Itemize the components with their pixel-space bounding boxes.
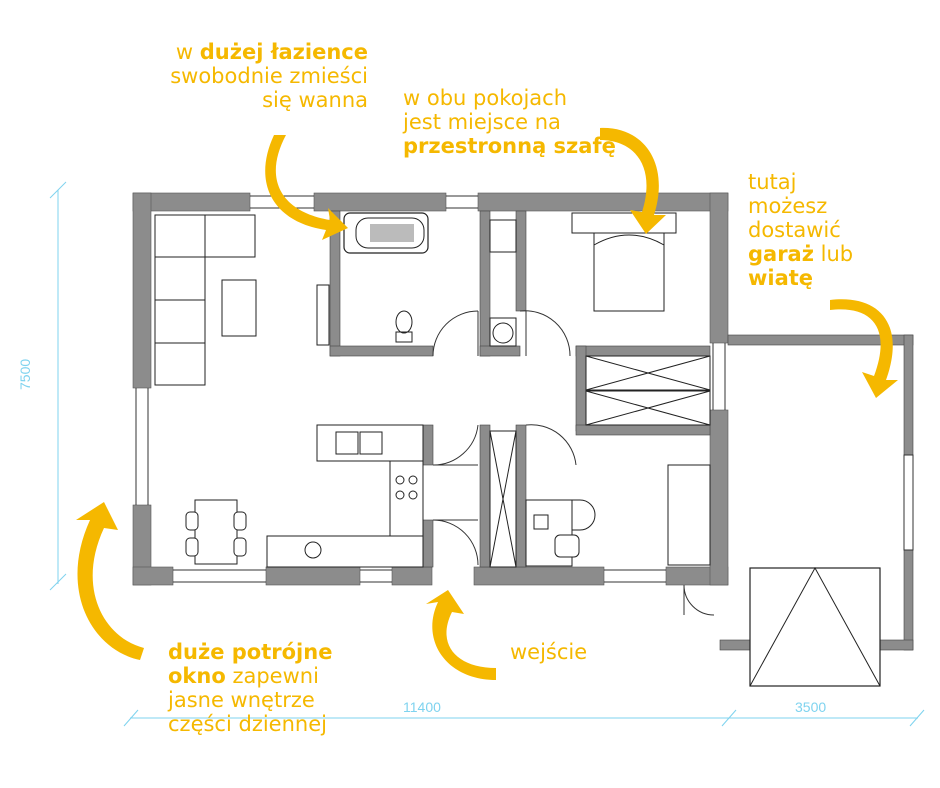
annotation-rooms: w obu pokojach jest miejsce na przestron…	[403, 86, 616, 158]
annotation-text: dostawić	[748, 218, 841, 242]
annotation-text: się wanna	[262, 88, 368, 112]
annotation-text: jest miejsce na	[403, 110, 561, 134]
annotation-arrows	[76, 127, 898, 680]
bathtub	[343, 212, 429, 254]
annotation-text: w	[175, 40, 200, 64]
annotation-bold-text: wiatę	[748, 266, 814, 290]
doors	[432, 310, 577, 566]
dimension-width-main: 11400	[403, 699, 441, 715]
hall-wardrobe	[489, 430, 517, 568]
annotation-text: tutaj	[748, 170, 797, 194]
office-furniture	[525, 464, 711, 567]
exterior-walls	[132, 192, 729, 586]
dining-set	[185, 499, 247, 565]
dimension-lines	[49, 181, 925, 727]
annotation-bold-text: duże potrójne	[168, 640, 333, 664]
dimension-height: 7500	[17, 358, 33, 390]
kitchen	[266, 424, 424, 568]
garage-outline	[683, 334, 914, 687]
annotation-entrance: wejście	[510, 640, 587, 664]
annotation-text: lub	[813, 242, 854, 266]
bathroom-fixtures	[316, 219, 517, 347]
annotation-bathroom: w dużej łazience swobodnie zmieści się w…	[128, 40, 368, 112]
bedroom-furniture	[571, 212, 711, 426]
annotation-text: wejście	[510, 640, 588, 664]
annotation-bold-text: dużej łazience	[199, 40, 368, 64]
annotation-text: możesz	[748, 194, 828, 218]
annotation-window: duże potrójne okno zapewni jasne wnętrze…	[168, 640, 332, 736]
annotation-bold-text: garaż	[748, 242, 814, 266]
annotation-garage: tutaj możesz dostawić garaż lub wiatę	[748, 170, 853, 290]
annotation-text: w obu pokojach	[403, 86, 568, 110]
annotation-bold-text: przestronną szafę	[403, 134, 616, 158]
annotation-text: swobodnie zmieści	[170, 64, 368, 88]
sofa	[154, 214, 257, 386]
annotation-bold-text: okno	[168, 664, 226, 688]
annotation-text: jasne wnętrze	[168, 688, 315, 712]
dimension-width-garage: 3500	[795, 699, 827, 715]
window-lines	[135, 195, 726, 583]
annotation-text: zapewni	[225, 664, 319, 688]
annotation-text: części dziennej	[168, 712, 327, 736]
